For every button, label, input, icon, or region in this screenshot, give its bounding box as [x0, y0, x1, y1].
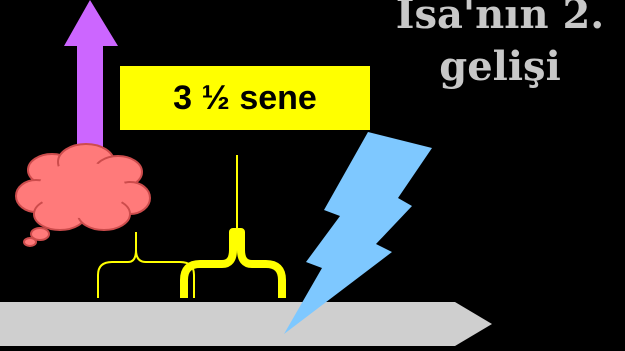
period-label: 3 ½ sene: [173, 78, 317, 117]
timeline-bar: [0, 302, 492, 346]
thick-bracket: [180, 228, 286, 298]
period-label-box: 3 ½ sene: [120, 66, 370, 130]
lightning-bolt-icon: [284, 132, 432, 334]
title-line-1: İsa'nın 2.: [395, 0, 605, 38]
cloud-icon: [15, 143, 151, 247]
arrow-up-icon: [64, 0, 118, 150]
thin-bracket: [97, 232, 195, 298]
title-line-2: gelişi: [439, 43, 561, 90]
